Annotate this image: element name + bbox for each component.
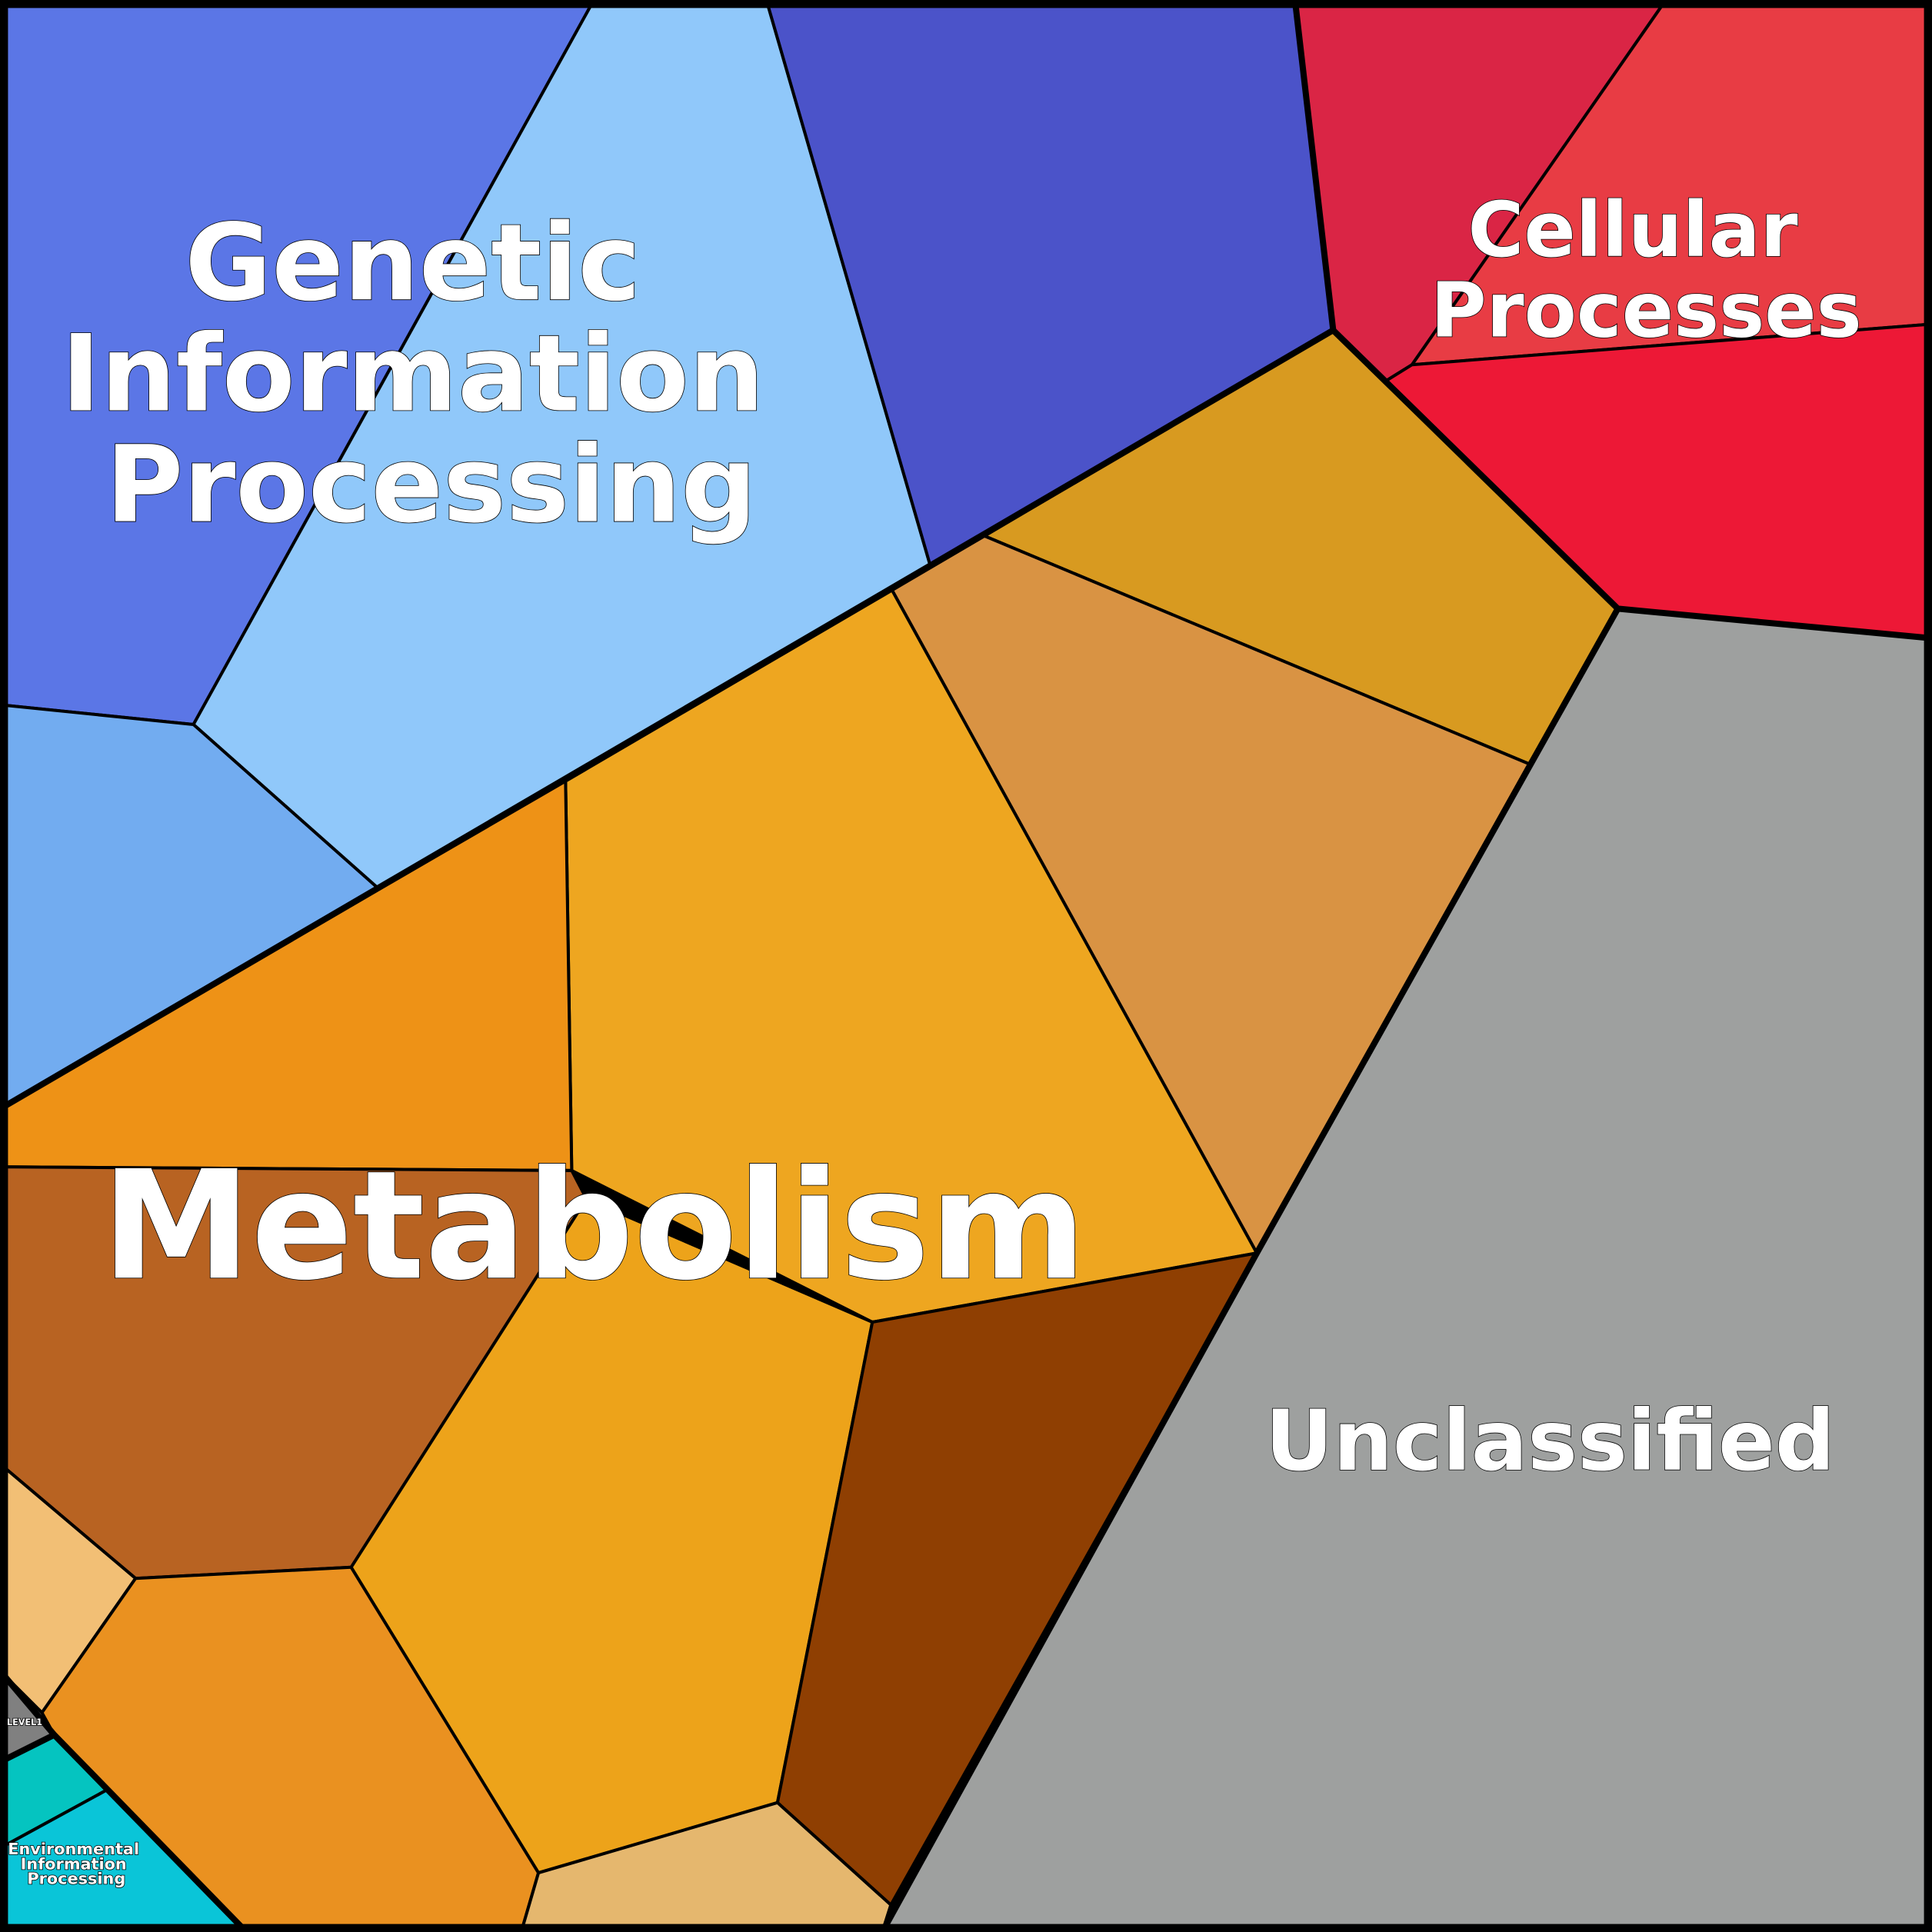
cell[interactable]	[0, 1787, 248, 1932]
metabolism-label: Metabolism	[102, 1139, 1086, 1314]
metabolism-group	[0, 328, 1620, 1932]
cellular-processes-label: Cellular Processes	[1431, 186, 1862, 355]
genetic-information-processing-label: Genetic Information Processing	[62, 202, 801, 546]
level1-label: LEVEL1	[7, 1717, 42, 1727]
cell[interactable]	[1410, 0, 1932, 367]
unclassified-label: Unclassified	[1265, 1392, 1835, 1490]
environmental-information-processing-label: Environmental Information Processing	[8, 1840, 145, 1887]
cellular-processes-group	[1293, 0, 1932, 640]
